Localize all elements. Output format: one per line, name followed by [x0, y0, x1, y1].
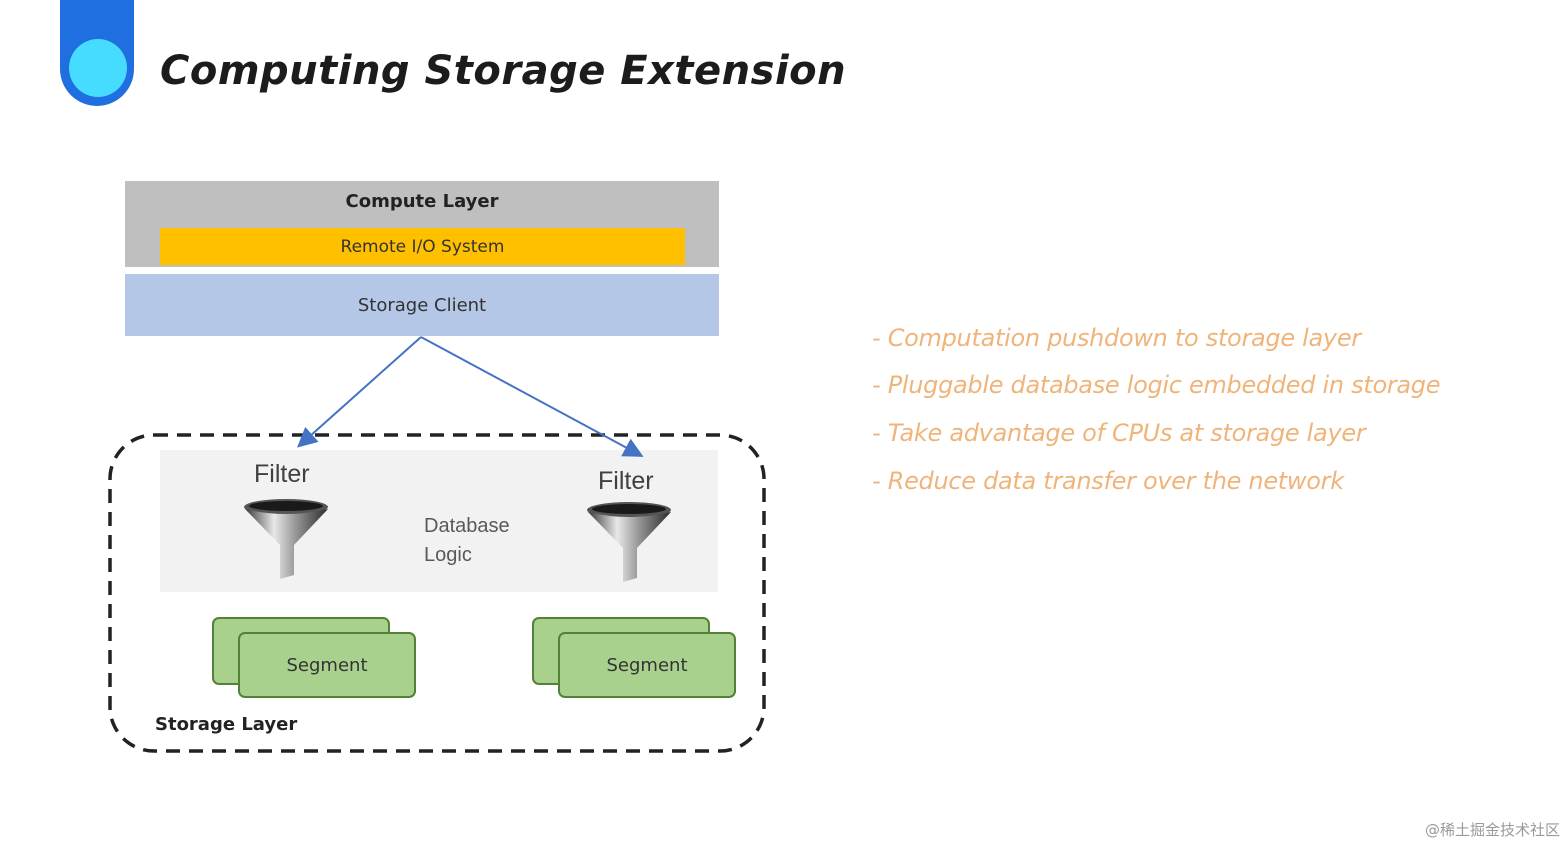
- bullet-item: - Take advantage of CPUs at storage laye…: [872, 419, 1366, 447]
- page-title: Computing Storage Extension: [160, 48, 847, 94]
- storage-layer-label: Storage Layer: [155, 714, 298, 735]
- storage-client-box: Storage Client: [125, 274, 719, 336]
- database-logic-line1: Database: [424, 515, 510, 537]
- filter-left-label: Filter: [254, 460, 310, 488]
- filter-right-label: Filter: [598, 467, 654, 495]
- funnel-icon: [587, 502, 671, 582]
- watermark: @稀土掘金技术社区: [1424, 821, 1560, 839]
- title-marker-dot: [69, 39, 127, 97]
- arrow-to-right-filter: [420, 336, 644, 457]
- compute-layer-label: Compute Layer: [345, 191, 499, 212]
- database-logic-label: Database Logic: [424, 512, 510, 570]
- segment-right: Segment: [558, 632, 736, 698]
- bullet-item: - Computation pushdown to storage layer: [872, 324, 1361, 352]
- bullet-item: - Pluggable database logic embedded in s…: [872, 371, 1441, 399]
- bullet-item: - Reduce data transfer over the network: [872, 467, 1344, 495]
- arrow-to-left-filter: [297, 336, 422, 448]
- database-logic-line2: Logic: [424, 544, 472, 566]
- remote-io-system-box: Remote I/O System: [160, 228, 685, 265]
- funnel-icon: [244, 499, 328, 579]
- segment-left: Segment: [238, 632, 416, 698]
